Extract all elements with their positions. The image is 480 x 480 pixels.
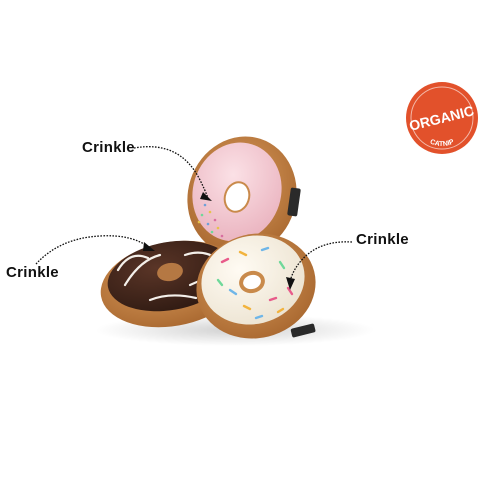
badge-top-text: USA bbox=[434, 75, 450, 83]
callout-arrows bbox=[35, 146, 353, 283]
rainbow-sprinkles bbox=[216, 246, 294, 320]
badge-circle bbox=[406, 82, 478, 154]
fabric-tag bbox=[287, 187, 301, 217]
callout-label-white: Crinkle bbox=[356, 231, 409, 248]
badge-bottom-text: CATNIP bbox=[429, 138, 456, 148]
arrow-to-white-donut bbox=[289, 241, 353, 283]
pink-donut-toy bbox=[187, 136, 301, 256]
white-donut-toy bbox=[196, 233, 316, 339]
arrow-head-pink bbox=[200, 192, 212, 201]
arrow-heads bbox=[143, 192, 295, 290]
pink-sprinkles bbox=[197, 203, 224, 238]
arrow-head-chocolate bbox=[143, 242, 155, 251]
fabric-tag bbox=[290, 323, 316, 338]
arrow-to-pink-donut bbox=[133, 146, 209, 199]
callout-label-chocolate: Crinkle bbox=[6, 264, 59, 281]
callout-label-pink: Crinkle bbox=[82, 139, 135, 156]
arrow-head-white bbox=[286, 277, 295, 290]
arrow-to-chocolate-donut bbox=[35, 235, 151, 265]
organic-catnip-badge: USA ORGANIC CATNIP bbox=[406, 75, 478, 154]
